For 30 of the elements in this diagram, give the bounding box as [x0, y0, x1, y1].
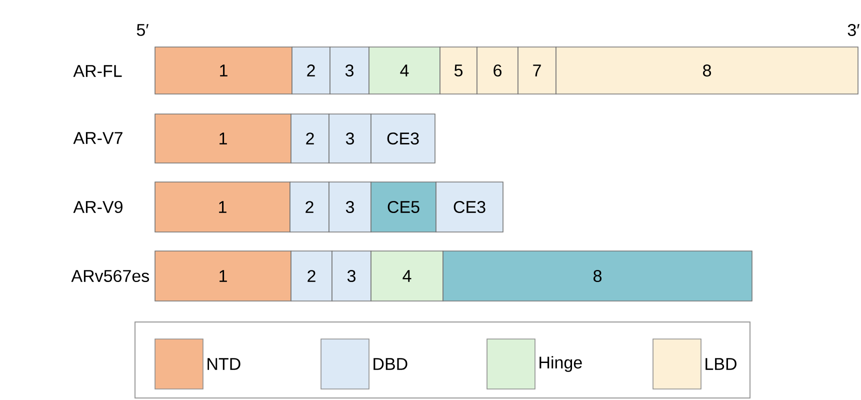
row-label: AR-V9: [73, 200, 122, 214]
row-label: AR-FL: [73, 65, 122, 77]
exon-box: 8: [442, 250, 752, 302]
prime-label: 5′: [136, 24, 149, 36]
exon-box: CE3: [370, 114, 436, 164]
exon-box: 2: [292, 46, 330, 94]
exon-box: 7: [518, 46, 556, 94]
legend-label: DBD: [374, 358, 408, 370]
exon-box: 4: [370, 250, 444, 302]
exon-box: 1: [154, 46, 292, 94]
exon-box: 3: [328, 114, 372, 164]
exon-box: CE5: [370, 182, 436, 232]
exon-box: 1: [154, 114, 292, 164]
exon-box: 3: [328, 182, 372, 232]
exon-box: CE3: [436, 182, 504, 232]
exon-box: 3: [332, 250, 372, 302]
legend-label: NTD: [208, 358, 240, 370]
exon-box: 2: [290, 182, 330, 232]
row-label: AR-V7: [73, 132, 122, 144]
exon-box: 6: [476, 46, 518, 94]
legend-label: Hinge: [540, 356, 582, 372]
exon-box: 4: [368, 46, 440, 94]
exon-box: 1: [154, 182, 290, 232]
exon-box: 5: [440, 46, 478, 94]
row-label: ARv567es: [71, 270, 150, 282]
exon-box: 2: [290, 250, 332, 302]
legend-label: LBD: [706, 358, 736, 370]
exon-box: 1: [154, 250, 292, 302]
exon-box: 3: [330, 46, 370, 94]
exon-box: 2: [290, 114, 330, 164]
